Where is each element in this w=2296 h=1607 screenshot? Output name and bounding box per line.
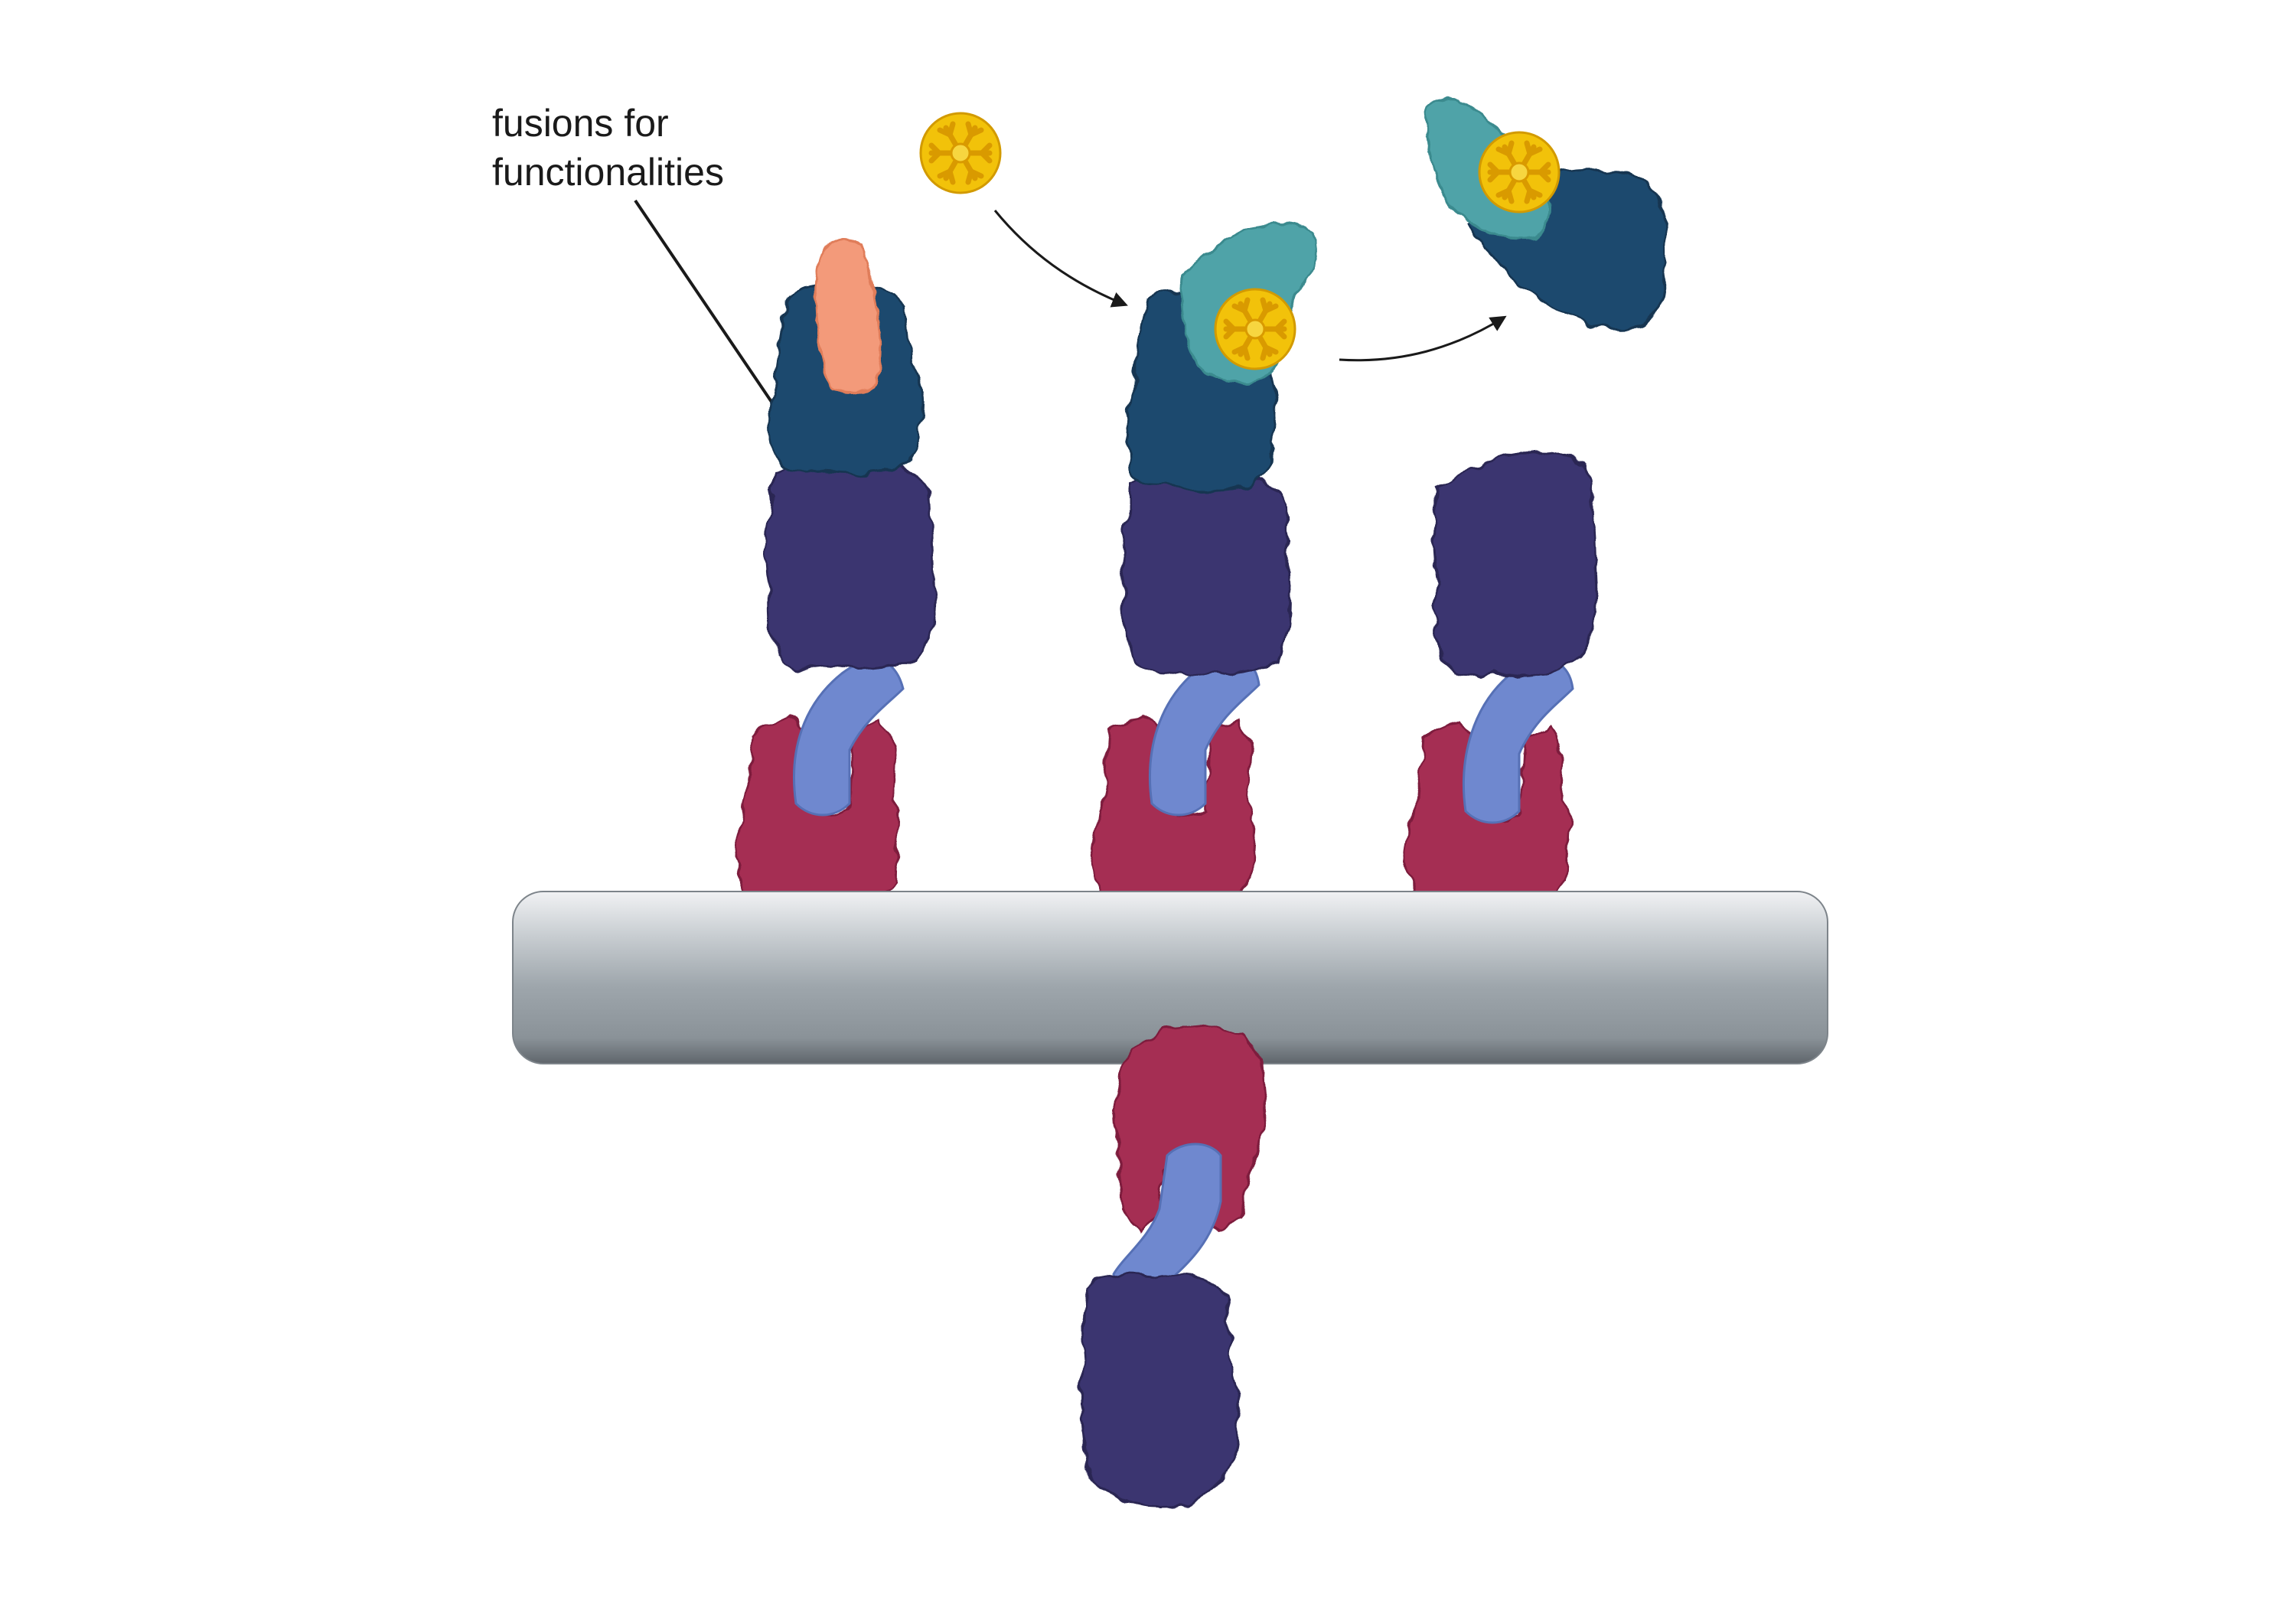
complex-4-domain-purple	[1081, 1274, 1241, 1508]
complex-3-domain-purple	[1432, 450, 1598, 678]
complex-2-ligand	[1215, 289, 1295, 369]
released-ligand	[1479, 132, 1559, 212]
released-complex	[1425, 97, 1668, 331]
binding-arrow	[993, 210, 1128, 308]
complex-1-linker	[793, 659, 905, 817]
annotation-leader-line	[634, 199, 775, 406]
annotation-line1: fusions for	[492, 102, 669, 145]
complex-2-domain-purple	[1120, 471, 1292, 675]
release-arrow	[1339, 315, 1507, 362]
complex-1-fusion-orange	[814, 239, 882, 395]
free-ligand	[921, 113, 1000, 193]
annotation-line2: functionalities	[492, 151, 724, 194]
complex-1	[733, 239, 936, 927]
annotation-callout: fusions for functionalities	[492, 102, 775, 406]
complex-3	[1403, 450, 1598, 931]
complex-2-linker	[1149, 655, 1261, 817]
complex-4	[1081, 1024, 1268, 1508]
complex-3-linker	[1463, 659, 1574, 824]
complex-2	[1089, 223, 1318, 927]
complex-1-domain-purple	[765, 459, 936, 671]
